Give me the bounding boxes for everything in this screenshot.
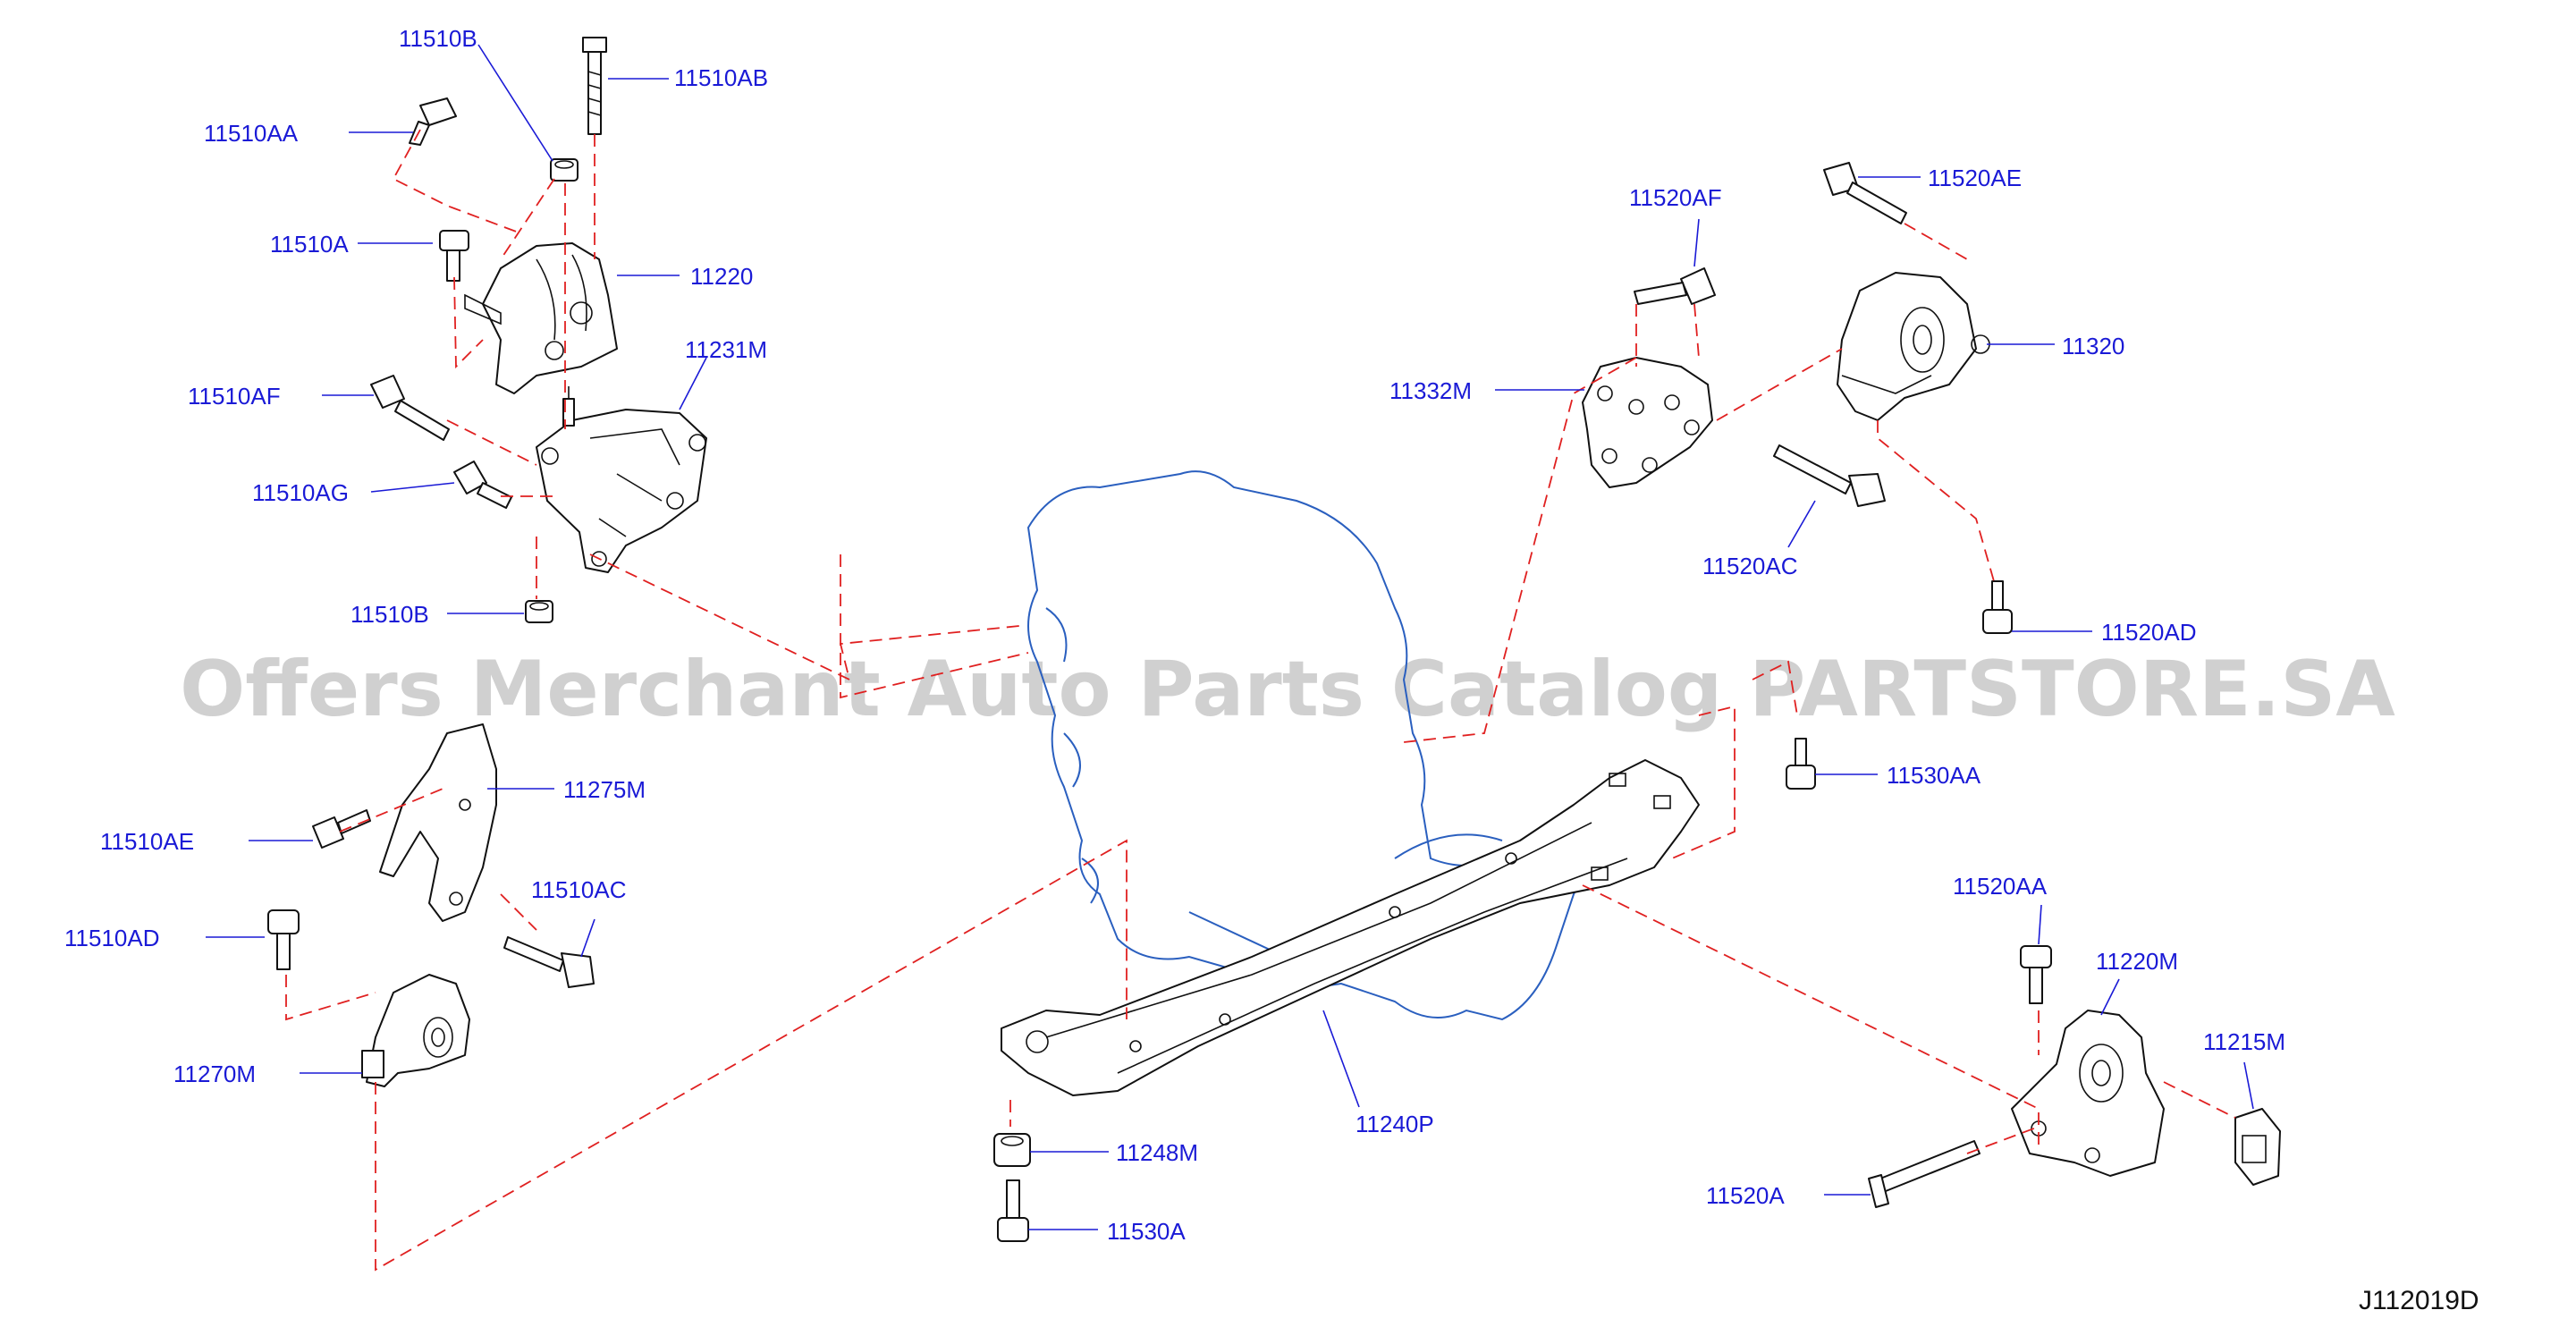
engine-outline — [1026, 470, 1582, 1021]
bolt-11520AC — [1773, 444, 1886, 507]
label-11248M: 11248M — [1116, 1139, 1198, 1166]
label-11510AA: 11510AA — [204, 120, 299, 147]
bolt-11510AG — [453, 461, 512, 509]
label-11320: 11320 — [2062, 333, 2124, 359]
label-11220M: 11220M — [2096, 948, 2178, 975]
crossmember-11240P — [1001, 759, 1700, 1096]
bolt-11510AC — [503, 936, 595, 988]
label-11510A: 11510A — [270, 231, 349, 258]
diagram-code: J112019D — [2359, 1286, 2479, 1315]
nut-11510B-top — [550, 158, 579, 182]
label-11220: 11220 — [690, 263, 753, 290]
label-11270M: 11270M — [173, 1061, 256, 1087]
label-11510AD: 11510AD — [64, 925, 160, 951]
mount-11220M — [2011, 1010, 2165, 1177]
label-11215M: 11215M — [2203, 1028, 2285, 1055]
washer-11248M — [993, 1133, 1031, 1167]
label-11510B-top: 11510B — [399, 25, 477, 52]
label-11332M: 11332M — [1389, 377, 1472, 404]
bracket-11215M — [2234, 1108, 2281, 1186]
label-11530AA: 11530AA — [1887, 762, 1981, 789]
bolt-11510AE — [312, 809, 371, 849]
bracket-11231M — [536, 386, 707, 573]
assembly-lines — [285, 129, 2236, 1272]
leader-lines — [206, 44, 2254, 1230]
bolt-11520AF — [1634, 267, 1716, 305]
bolt-11510AF — [370, 375, 450, 441]
nut-11510B-bottom — [525, 600, 553, 623]
label-11510B-bottom: 11510B — [351, 601, 429, 628]
mount-11220 — [464, 242, 618, 394]
bolt-11520AE — [1823, 162, 1907, 224]
bracket-11275M — [379, 723, 497, 922]
mount-11320 — [1837, 272, 1990, 421]
bolt-11510AD — [267, 909, 300, 970]
part-labels: 11510B 11510AB 11510AA 11510A 11220 1123… — [64, 25, 2285, 1245]
label-11240P: 11240P — [1356, 1111, 1434, 1137]
watermark-text: Offers Merchant Auto Parts Catalog PARTS… — [180, 645, 2395, 734]
label-11520AF: 11520AF — [1629, 184, 1722, 211]
label-11510AE: 11510AE — [100, 828, 194, 855]
bolt-11520AD — [1982, 580, 2013, 634]
label-11530A: 11530A — [1107, 1218, 1186, 1245]
label-11520AE: 11520AE — [1928, 165, 2022, 191]
label-11510AG: 11510AG — [252, 479, 349, 506]
label-11520A: 11520A — [1706, 1182, 1785, 1209]
label-11520AA: 11520AA — [1953, 873, 2048, 900]
bolt-11530A — [997, 1179, 1029, 1242]
label-11275M: 11275M — [563, 776, 646, 803]
label-11510AC: 11510AC — [531, 876, 627, 903]
label-11520AD: 11520AD — [2101, 619, 2197, 646]
bolt-11520AA — [2020, 945, 2052, 1004]
label-11510AF: 11510AF — [188, 383, 281, 410]
bolt-11510A — [439, 230, 469, 282]
label-11510AB: 11510AB — [674, 64, 768, 91]
bolt-11520A — [1868, 1140, 1981, 1208]
label-11520AC: 11520AC — [1702, 553, 1798, 579]
bolt-11530AA — [1786, 738, 1816, 790]
bolt-11510AB — [582, 37, 607, 135]
label-11231M: 11231M — [685, 336, 767, 363]
mount-11270M — [361, 974, 470, 1087]
